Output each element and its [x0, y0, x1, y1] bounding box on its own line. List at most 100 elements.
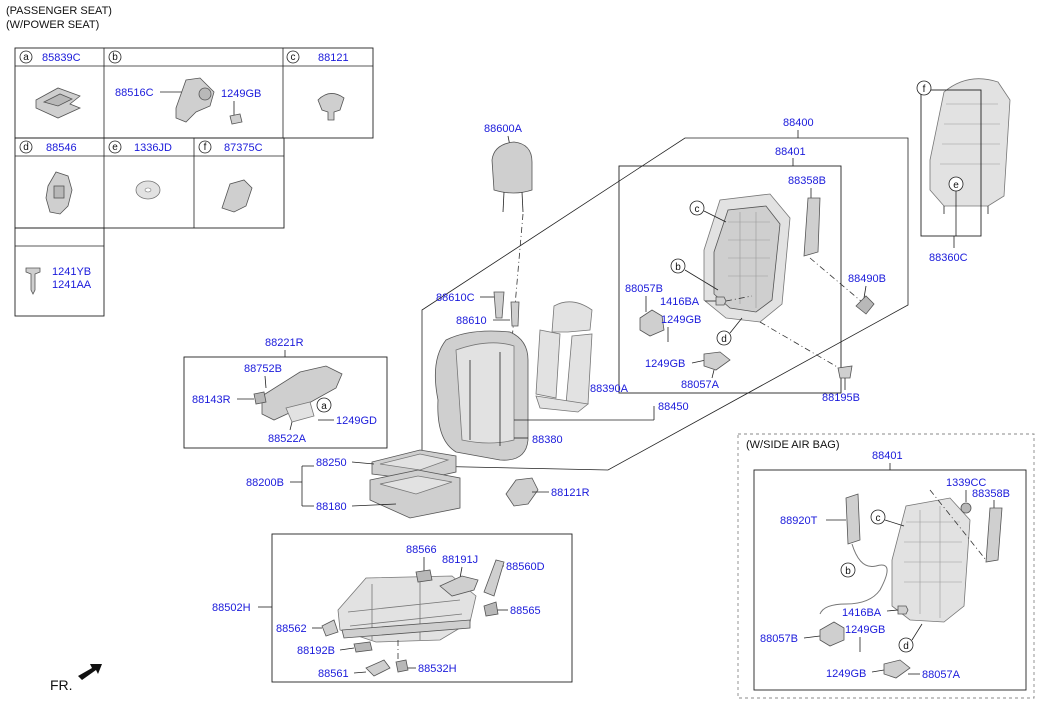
sab-bolt-1416ba[interactable]	[897, 605, 909, 615]
legend-cell-d[interactable]: d 88546	[19, 140, 77, 215]
bracket-88057b[interactable]	[639, 309, 665, 337]
label-88390a[interactable]: 88390A	[590, 383, 629, 395]
back-frame-rear-88360c[interactable]	[929, 78, 1011, 214]
sab-label-1249gb-a[interactable]: 1249GB	[845, 624, 885, 636]
legend-b-part2[interactable]: 1249GB	[221, 88, 261, 100]
label-88566[interactable]: 88566	[406, 544, 437, 556]
sab-label-88358b[interactable]: 88358B	[972, 488, 1010, 500]
label-88221r[interactable]: 88221R	[265, 337, 304, 349]
motor-88516c-icon	[175, 77, 215, 123]
circle-e: e	[953, 180, 959, 191]
label-88752b[interactable]: 88752B	[244, 363, 282, 375]
legend-f-part[interactable]: 87375C	[224, 142, 263, 154]
clip-88532h[interactable]	[395, 659, 409, 673]
label-88565[interactable]: 88565	[510, 605, 541, 617]
label-88490b[interactable]: 88490B	[848, 273, 886, 285]
bolt-1416ba[interactable]	[715, 296, 727, 306]
label-88561[interactable]: 88561	[318, 668, 349, 680]
label-88191j[interactable]: 88191J	[442, 554, 478, 566]
bolt-88195b[interactable]	[837, 365, 853, 379]
label-88400[interactable]: 88400	[783, 117, 814, 129]
knob-88143r[interactable]	[253, 391, 267, 405]
label-88562[interactable]: 88562	[276, 623, 307, 635]
seat-cushion-88180[interactable]	[369, 469, 461, 519]
legend-cell-c[interactable]: c 88121	[286, 50, 349, 121]
bracket-88057a[interactable]	[703, 351, 731, 371]
legend-cell-b[interactable]: b 88516C 1249GB	[108, 50, 261, 125]
sab-label-88401[interactable]: 88401	[872, 450, 903, 462]
legend-cell-screw[interactable]: 1241YB 1241AA	[25, 266, 92, 295]
label-1249gb-1[interactable]: 1249GB	[661, 314, 701, 326]
sab-label-1339cc[interactable]: 1339CC	[946, 477, 986, 489]
headrest[interactable]	[491, 141, 533, 213]
sab-bracket-88057a[interactable]	[883, 659, 911, 679]
label-88358b[interactable]: 88358B	[788, 175, 826, 187]
label-88401[interactable]: 88401	[775, 146, 806, 158]
label-88450[interactable]: 88450	[658, 401, 689, 413]
legend-cell-e[interactable]: e 1336JD	[108, 140, 172, 200]
label-88600a[interactable]: 88600A	[484, 123, 523, 135]
bracket-88566[interactable]	[415, 569, 433, 583]
label-88180[interactable]: 88180	[316, 501, 347, 513]
legend-screw-part1[interactable]: 1241YB	[52, 266, 91, 278]
sab-nut-1339cc[interactable]	[960, 502, 972, 514]
legend-a-part[interactable]: 85839C	[42, 52, 81, 64]
label-88360c[interactable]: 88360C	[929, 252, 968, 264]
label-88250[interactable]: 88250	[316, 457, 347, 469]
clip-88121r[interactable]	[505, 477, 539, 507]
sab-label-1416ba[interactable]: 1416BA	[842, 607, 882, 619]
sab-label-88057b[interactable]: 88057B	[760, 633, 798, 645]
label-88560d[interactable]: 88560D	[506, 561, 545, 573]
sab-back-frame[interactable]	[891, 497, 971, 623]
sab-airbag-88920t[interactable]	[845, 493, 861, 545]
label-88121r[interactable]: 88121R	[551, 487, 590, 499]
legend-cell-f[interactable]: f 87375C	[198, 140, 263, 213]
legend-c-letter: c	[291, 52, 296, 63]
panel-88358b[interactable]	[803, 197, 821, 257]
label-88502h[interactable]: 88502H	[212, 602, 251, 614]
label-1416ba[interactable]: 1416BA	[660, 296, 700, 308]
seat-cushion-88250[interactable]	[371, 449, 457, 481]
sab-bracket-88057b[interactable]	[819, 621, 845, 647]
label-1249gb-2[interactable]: 1249GB	[645, 358, 685, 370]
label-88610[interactable]: 88610	[456, 315, 487, 327]
label-88532h[interactable]: 88532H	[418, 663, 457, 675]
guide-88610c[interactable]	[493, 291, 505, 319]
sab-label-1249gb-b[interactable]: 1249GB	[826, 668, 866, 680]
back-frame-88401[interactable]	[703, 193, 791, 323]
circle-a: a	[321, 401, 327, 412]
legend-e-part[interactable]: 1336JD	[134, 142, 172, 154]
sab-panel-88358b[interactable]	[985, 507, 1003, 563]
label-88057a[interactable]: 88057A	[681, 379, 720, 391]
label-88195b[interactable]: 88195B	[822, 392, 860, 404]
back-pad-88390a[interactable]	[535, 301, 593, 413]
cover-88560d[interactable]	[483, 559, 505, 597]
cover-88561[interactable]	[365, 659, 391, 677]
legend-screw-part2[interactable]: 1241AA	[52, 279, 92, 291]
guide-88610[interactable]	[510, 301, 520, 327]
label-88200b[interactable]: 88200B	[246, 477, 284, 489]
front-arrow-icon	[78, 664, 102, 680]
label-88522a[interactable]: 88522A	[268, 433, 307, 445]
clip-88565[interactable]	[483, 601, 499, 617]
side-shield-88221r[interactable]	[261, 365, 343, 423]
label-1249gd[interactable]: 1249GD	[336, 415, 377, 427]
legend-c-part[interactable]: 88121	[318, 52, 349, 64]
legend-cell-a[interactable]: a 85839C	[19, 50, 82, 119]
label-88057b[interactable]: 88057B	[625, 283, 663, 295]
cover-88192b[interactable]	[353, 641, 373, 653]
seat-track-88502h[interactable]	[337, 575, 477, 643]
legend-d-letter: d	[23, 142, 29, 153]
back-cover-88450[interactable]	[434, 330, 529, 461]
label-88380[interactable]: 88380	[532, 434, 563, 446]
legend-b-part1[interactable]: 88516C	[115, 87, 154, 99]
sab-label-88920t[interactable]: 88920T	[780, 515, 818, 527]
cover-88490b[interactable]	[855, 295, 875, 315]
sab-label-88057a[interactable]: 88057A	[922, 669, 961, 681]
cover-88562[interactable]	[321, 619, 339, 637]
label-88143r[interactable]: 88143R	[192, 394, 231, 406]
legend-d-part[interactable]: 88546	[46, 142, 77, 154]
label-88192b[interactable]: 88192B	[297, 645, 335, 657]
cover-88191j[interactable]	[439, 575, 479, 597]
label-88610c[interactable]: 88610C	[436, 292, 475, 304]
